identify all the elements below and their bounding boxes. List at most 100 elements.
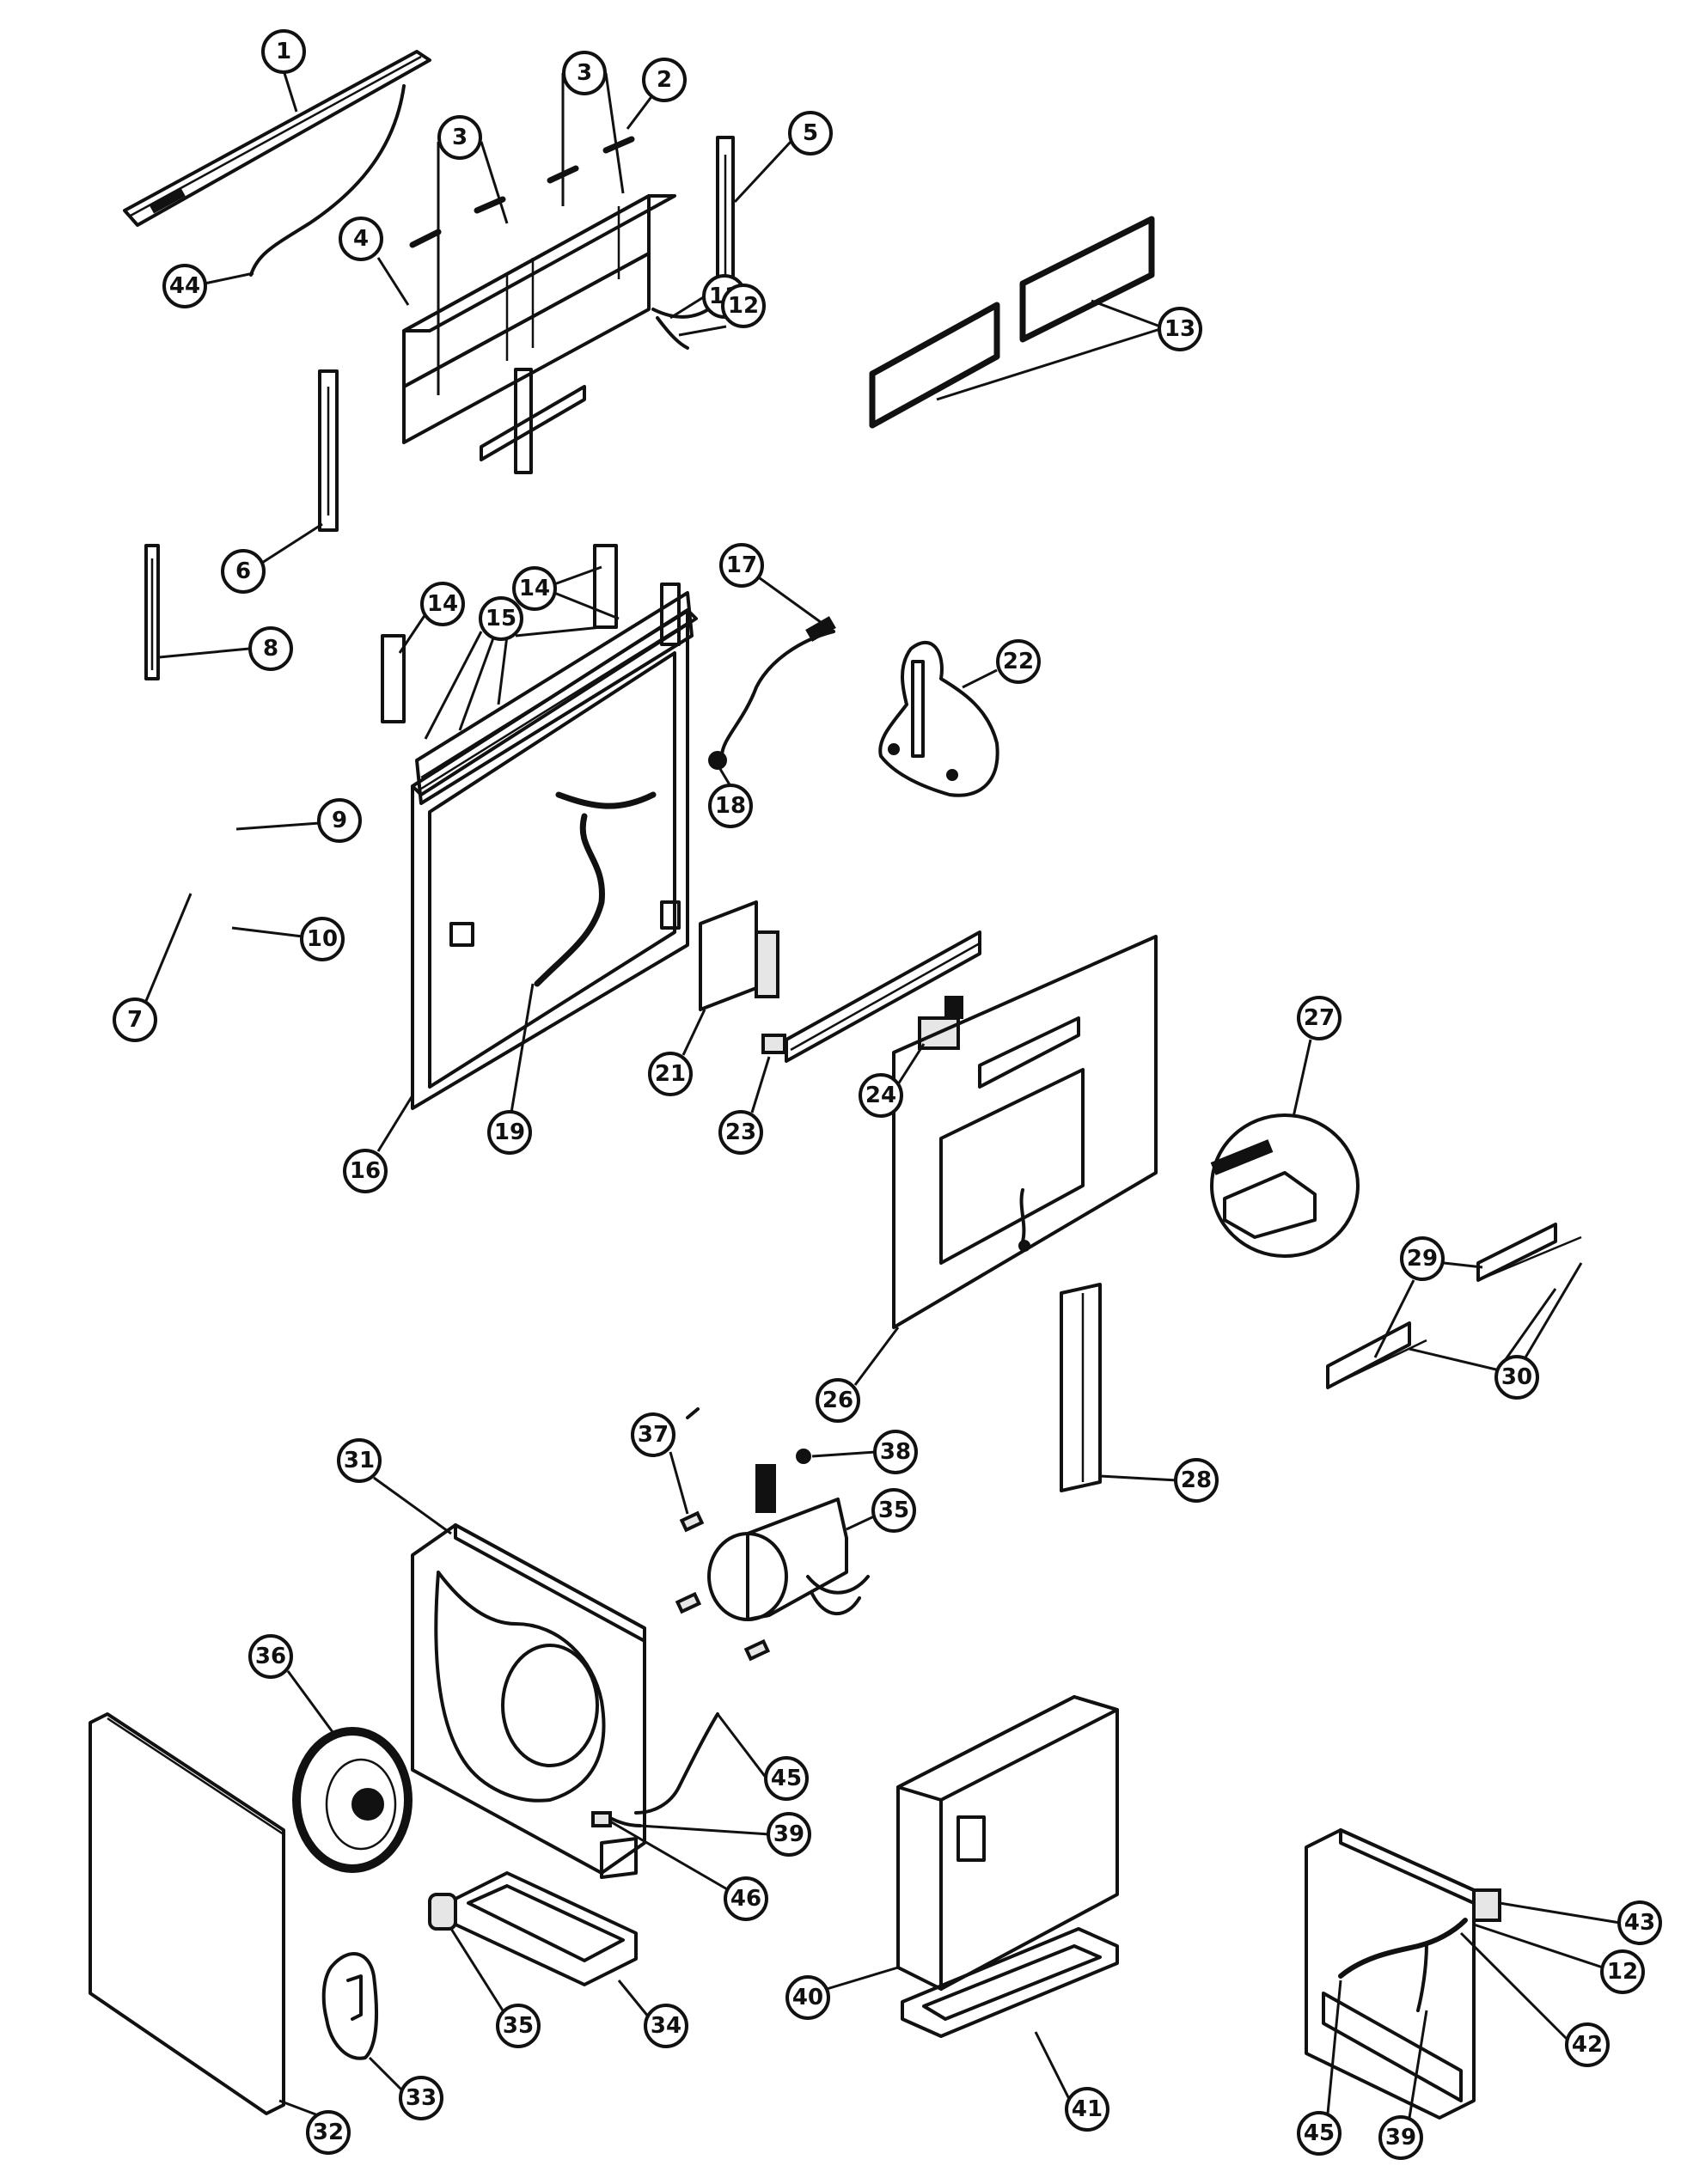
- callout-38: 38: [873, 1430, 918, 1474]
- leader-line-34: [617, 1980, 651, 2018]
- callout-circle: [337, 1438, 382, 1483]
- leader-line-30: [1524, 1262, 1583, 1358]
- callout-number: 4: [353, 226, 369, 252]
- callout-circle: [1600, 1949, 1645, 1994]
- callout-43: 43: [1617, 1900, 1662, 1945]
- callout-circle: [871, 1488, 916, 1533]
- callout-40: 40: [785, 1975, 830, 2020]
- callout-13: 13: [1158, 307, 1202, 351]
- callout-number: 34: [651, 2013, 681, 2039]
- part-bracket-22: [878, 641, 999, 797]
- callout-number: 2: [657, 67, 672, 93]
- callout-number: 35: [878, 1498, 909, 1523]
- callout-circle: [1617, 1900, 1662, 1945]
- callout-37: 37: [631, 1412, 675, 1457]
- leader-line-6: [261, 522, 323, 564]
- callout-circle: [631, 1412, 675, 1457]
- part-blower-wheel-36: [292, 1727, 413, 1873]
- callout-number: 14: [519, 576, 550, 601]
- callout-number: 41: [1072, 2096, 1103, 2122]
- callout-1: 1: [261, 29, 306, 74]
- part-access-panel-32: [89, 1712, 285, 2115]
- part-main-frame-16: [381, 544, 698, 1110]
- leader-line-17: [755, 574, 834, 633]
- callout-circle: [300, 917, 345, 961]
- callout-number: 7: [127, 1007, 143, 1033]
- callout-circle: [1565, 2022, 1610, 2067]
- callout-number: 32: [313, 2120, 344, 2145]
- part-end-assembly: [1305, 1828, 1501, 2120]
- callout-circle: [339, 217, 383, 261]
- leader-line-15: [497, 635, 509, 705]
- callout-number: 3: [577, 60, 592, 86]
- callout-24: 24: [859, 1073, 903, 1118]
- leader-line-15: [515, 625, 602, 638]
- leader-line-15: [458, 635, 496, 731]
- callout-number: 39: [1385, 2125, 1416, 2150]
- callout-3: 3: [562, 51, 607, 95]
- callout-circle: [248, 626, 293, 671]
- part-capacitor-35: [428, 1893, 457, 1931]
- part-clip-2: [602, 136, 635, 154]
- callout-circle: [248, 1634, 293, 1679]
- leader-line-3: [604, 72, 625, 194]
- callout-number: 28: [1181, 1467, 1212, 1493]
- leader-line-13: [1091, 299, 1161, 328]
- part-bracket-23: [761, 1034, 786, 1054]
- leader-line-12: [1473, 1923, 1604, 1969]
- leader-line-13: [936, 327, 1161, 401]
- callout-number: 39: [773, 1821, 804, 1847]
- callout-circle: [1297, 996, 1342, 1040]
- callout-circle: [788, 111, 833, 156]
- callout-circle: [996, 639, 1041, 684]
- callout-circle: [764, 1756, 809, 1801]
- part-wire-45: [634, 1712, 719, 1815]
- leader-line-14: [398, 613, 427, 654]
- leader-line-14: [553, 591, 620, 620]
- callout-number: 37: [638, 1422, 669, 1448]
- callout-circle: [767, 1812, 811, 1857]
- callout-number: 19: [494, 1119, 525, 1145]
- leader-line-40: [826, 1966, 899, 1991]
- leader-line-29: [1373, 1279, 1415, 1358]
- part-component-24: [918, 996, 963, 1050]
- callout-6: 6: [221, 549, 266, 594]
- callout-8: 8: [248, 626, 293, 671]
- leader-line-37: [669, 1451, 689, 1515]
- part-sensor-17: [720, 616, 836, 758]
- part-bracket-33: [321, 1952, 378, 2060]
- callout-number: 23: [725, 1119, 756, 1145]
- part-filters-13: [869, 216, 1155, 429]
- callout-22: 22: [996, 639, 1041, 684]
- callout-circle: [648, 1052, 693, 1096]
- leader-line-45: [716, 1713, 768, 1779]
- callout-circle: [718, 1110, 763, 1155]
- callout-circle: [724, 1876, 768, 1921]
- leader-line-26: [853, 1327, 900, 1386]
- leader-line-28: [1099, 1474, 1178, 1482]
- leader-line-18: [718, 768, 732, 787]
- callout-28: 28: [1174, 1458, 1219, 1503]
- callout-16: 16: [343, 1149, 388, 1193]
- leader-line-39: [639, 1824, 770, 1836]
- callout-33: 33: [399, 2076, 443, 2120]
- part-bracket-8: [144, 544, 160, 680]
- callout-number: 35: [503, 2013, 534, 2039]
- callout-3: 3: [437, 115, 482, 160]
- leader-line-30: [1409, 1347, 1500, 1372]
- callout-circle: [785, 1975, 830, 2020]
- callout-circle: [1494, 1355, 1539, 1400]
- leader-line-11: [669, 295, 706, 320]
- callout-39: 39: [767, 1812, 811, 1857]
- callout-circle: [721, 284, 766, 328]
- part-grommet-18: [708, 751, 727, 770]
- leader-line-15: [424, 631, 483, 740]
- callout-circle: [1158, 307, 1202, 351]
- leader-line-43: [1499, 1901, 1621, 1925]
- callout-41: 41: [1065, 2087, 1109, 2132]
- callout-number: 33: [406, 2085, 437, 2111]
- callout-42: 42: [1565, 2022, 1610, 2067]
- part-control-box-21: [699, 900, 779, 1011]
- leader-line-24: [896, 1043, 926, 1085]
